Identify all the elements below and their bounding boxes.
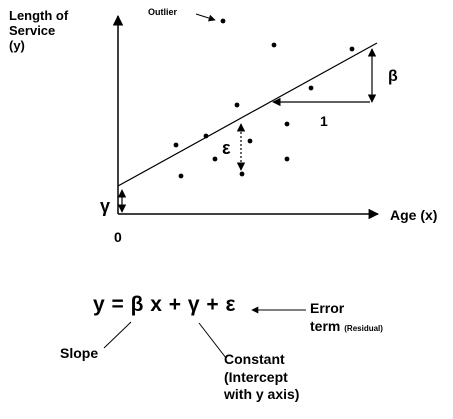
data-point xyxy=(271,42,277,48)
y-axis-label-line1: Length of xyxy=(9,8,69,23)
slope-label: Slope xyxy=(60,345,99,361)
residual-note: (Residual) xyxy=(344,323,383,333)
y-axis-label: Length of Service (y) xyxy=(9,8,69,54)
slope-symbol: β xyxy=(388,68,398,85)
constant-line1: Constant xyxy=(224,351,285,367)
x-axis-label: Age (x) xyxy=(390,207,438,223)
y-axis-label-line3: (y) xyxy=(9,37,25,53)
constant-line3: with y axis) xyxy=(224,386,300,402)
outlier-arrow xyxy=(195,13,216,22)
error-term-line1: Error xyxy=(310,300,345,316)
error-symbol: ε xyxy=(222,138,231,158)
data-point xyxy=(247,138,253,144)
outlier-label: Outlier xyxy=(148,7,178,17)
data-point xyxy=(203,133,209,139)
slope-pointer xyxy=(103,321,132,349)
y-axis-label-line2: Service xyxy=(9,22,56,38)
origin-label: 0 xyxy=(114,229,122,245)
data-point xyxy=(308,85,314,91)
intercept-symbol: γ xyxy=(100,196,111,216)
regression-line xyxy=(117,42,378,187)
data-point xyxy=(349,46,355,52)
error-term-word: term xyxy=(310,317,341,334)
error-term-line2: term (Residual) xyxy=(310,318,383,336)
error-term-label: Error term (Residual) xyxy=(310,300,383,335)
constant-line2: (Intercept xyxy=(224,368,288,385)
data-point xyxy=(178,173,184,179)
data-points xyxy=(173,18,355,179)
data-point xyxy=(173,142,179,148)
data-point xyxy=(284,121,290,127)
data-point xyxy=(234,102,240,108)
data-point xyxy=(239,171,245,177)
data-point xyxy=(284,156,290,162)
run-label: 1 xyxy=(320,113,328,129)
constant-pointer xyxy=(198,322,227,359)
data-point xyxy=(212,156,218,162)
outlier-point xyxy=(220,18,226,24)
regression-equation: y = β x + γ + ε xyxy=(93,293,236,316)
constant-label: Constant (Intercept with y axis) xyxy=(224,351,299,404)
